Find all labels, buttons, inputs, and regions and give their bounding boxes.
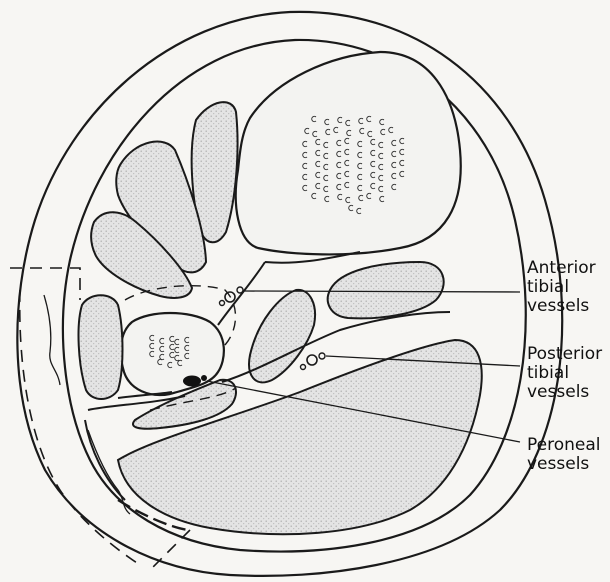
fibula-bone [121, 313, 224, 395]
label-line: vessels [527, 297, 596, 316]
muscle-lateral-peroneus [79, 295, 123, 399]
label-line: vessels [527, 383, 602, 402]
posterior-tibial-vessels [301, 353, 326, 370]
label-peroneal-vessels: Peroneal vessels [527, 436, 601, 474]
label-anterior-tibial-vessels: Anterior tibial vessels [527, 259, 596, 316]
tibia-bone [236, 52, 461, 254]
label-line: tibial [527, 278, 596, 297]
label-line: vessels [527, 455, 601, 474]
leader-anterior-tibial [244, 291, 520, 292]
label-posterior-tibial-vessels: Posterior tibial vessels [527, 345, 602, 402]
label-line: tibial [527, 364, 602, 383]
label-line: Anterior [527, 259, 596, 278]
label-line: Posterior [527, 345, 602, 364]
muscle-tibialis-posterior [328, 262, 444, 318]
superficial-nerve-line [44, 295, 60, 385]
label-line: Peroneal [527, 436, 601, 455]
